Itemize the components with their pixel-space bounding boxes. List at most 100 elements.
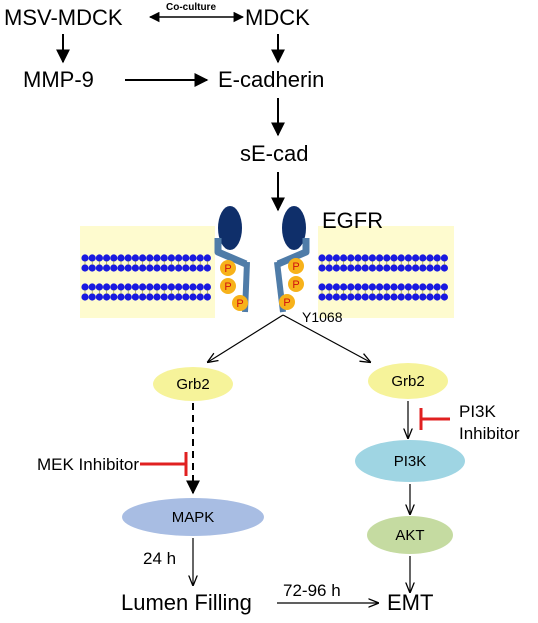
lipid-head	[361, 283, 369, 291]
lipid-head	[95, 293, 103, 301]
lipid-head	[340, 264, 348, 272]
lipid-head	[426, 283, 434, 291]
lipid-head	[124, 293, 132, 301]
mapk-label: MAPK	[171, 509, 215, 526]
lipid-head	[139, 293, 147, 301]
lipid-head	[440, 283, 448, 291]
cell-membrane	[80, 226, 454, 318]
lipid-head	[167, 264, 175, 272]
time-72-96h-label: 72-96 h	[283, 581, 341, 600]
emt-label: EMT	[387, 590, 434, 615]
lipid-head	[189, 254, 197, 262]
lipid-head	[412, 283, 420, 291]
lipid-head	[88, 293, 96, 301]
lipid-head	[95, 254, 103, 262]
mapk-node	[122, 498, 264, 536]
lipid-head	[340, 283, 348, 291]
lipid-head	[390, 283, 398, 291]
lipid-head	[332, 254, 340, 262]
lipid-head	[368, 283, 376, 291]
lipid-head	[383, 293, 391, 301]
lipid-head	[124, 254, 132, 262]
lipid-head	[390, 293, 398, 301]
receptor-arm-left	[214, 238, 248, 268]
lipid-head	[376, 293, 384, 301]
lipid-head	[354, 283, 362, 291]
phospho-label: P	[292, 279, 299, 291]
lipid-head	[347, 264, 355, 272]
lipid-head	[103, 293, 111, 301]
grb2-right-node	[368, 363, 448, 399]
lipid-head	[318, 264, 326, 272]
lipid-head	[376, 264, 384, 272]
lipid-head	[153, 283, 161, 291]
pi3k-label: PI3K	[393, 453, 427, 470]
lipid-head	[404, 293, 412, 301]
lipid-head	[397, 283, 405, 291]
lipid-head	[167, 254, 175, 262]
lipid-head	[103, 283, 111, 291]
lipid-head	[404, 264, 412, 272]
lipid-head	[426, 264, 434, 272]
lipid-head	[203, 293, 211, 301]
lipid-head	[160, 283, 168, 291]
lipid-head	[419, 293, 427, 301]
lipid-head	[354, 264, 362, 272]
lipid-head	[390, 254, 398, 262]
lipid-head	[433, 264, 441, 272]
lipid-head	[347, 283, 355, 291]
lipid-head	[419, 283, 427, 291]
lipid-head	[146, 283, 154, 291]
lipid-head	[340, 293, 348, 301]
lipid-head	[383, 264, 391, 272]
lipid-head	[160, 254, 168, 262]
lipid-head	[332, 293, 340, 301]
lipid-head	[189, 293, 197, 301]
lipid-head	[131, 264, 139, 272]
lipid-head	[419, 254, 427, 262]
lipid-head	[433, 293, 441, 301]
lipid-head	[88, 264, 96, 272]
lipid-head	[404, 283, 412, 291]
lipid-head	[175, 283, 183, 291]
lipid-head	[412, 264, 420, 272]
lipid-head	[419, 264, 427, 272]
lipid-head	[124, 283, 132, 291]
y1068-label: Y1068	[302, 309, 343, 325]
lipid-head	[182, 293, 190, 301]
phospho-site	[288, 258, 304, 274]
lipid-head	[332, 264, 340, 272]
secad-label: sE-cad	[240, 141, 309, 166]
coculture-label: Co-culture	[166, 2, 216, 13]
phospho-site	[288, 276, 304, 292]
lipid-head	[361, 264, 369, 272]
lipid-head	[426, 254, 434, 262]
lipid-head	[167, 293, 175, 301]
lipid-head	[368, 293, 376, 301]
lipid-head	[81, 293, 89, 301]
lipid-head	[397, 264, 405, 272]
lipid-head	[325, 254, 333, 262]
lipid-head	[440, 254, 448, 262]
lipid-head	[139, 254, 147, 262]
lipid-head	[153, 293, 161, 301]
lipid-head	[146, 254, 154, 262]
lipid-head	[160, 293, 168, 301]
lumen-filling-label: Lumen Filling	[121, 590, 252, 615]
lipid-head	[433, 283, 441, 291]
grb2-left-label: Grb2	[176, 376, 210, 393]
lipid-head	[175, 293, 183, 301]
lipid-head	[110, 264, 118, 272]
lipid-head	[368, 264, 376, 272]
phospho-site	[220, 260, 236, 276]
lipid-head	[196, 254, 204, 262]
membrane-panel	[80, 226, 215, 318]
lipid-head	[146, 293, 154, 301]
lipid-head	[153, 264, 161, 272]
phospho-site	[232, 295, 248, 311]
akt-node	[367, 516, 453, 554]
lipid-head	[203, 254, 211, 262]
lipid-head	[110, 293, 118, 301]
phospho-label: P	[224, 281, 231, 293]
